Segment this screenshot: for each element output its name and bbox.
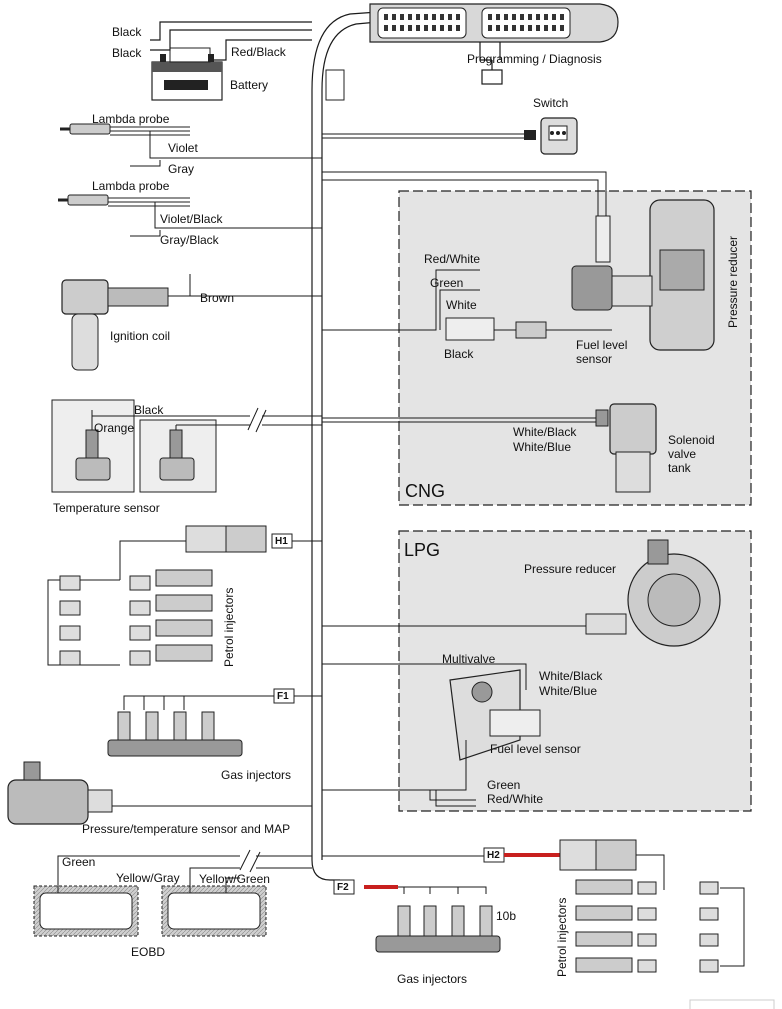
ignition-wire — [168, 274, 322, 297]
petrol-injectors-left-icon — [59, 569, 213, 666]
label-10b: 10b — [496, 909, 517, 923]
label-petrol-injectors-left: Petrol injectors — [222, 587, 236, 667]
pressure-reducer-cng-icon — [571, 199, 715, 351]
lpg-fuel-level-wires — [429, 790, 476, 807]
label-fuel-level-sensor-cng: Fuel level sensor — [576, 338, 628, 366]
lambda-probe-2-icon — [58, 194, 190, 207]
programming-connector — [479, 42, 503, 85]
label-f2: F2 — [337, 882, 349, 893]
label-violet: Violet — [168, 141, 198, 155]
ignition-coil-icon — [61, 279, 169, 371]
label-black-temp: Black — [134, 403, 164, 417]
label-pressure-reducer-cng: Pressure reducer — [726, 235, 740, 328]
label-pressure-reducer-lpg: Pressure reducer — [524, 562, 617, 576]
cng-reducer-wire — [322, 171, 607, 216]
eobd-wires — [57, 855, 312, 893]
ecu-connectors — [369, 3, 619, 43]
label-yellow-green: Yellow/Green — [199, 872, 270, 886]
pressure-reducer-lpg-icon — [585, 539, 721, 647]
temperature-wires — [91, 410, 322, 430]
label-programming: Programming / Diagnosis — [467, 52, 602, 66]
label-temperature-sensor: Temperature sensor — [53, 501, 160, 515]
label-f1: F1 — [277, 691, 289, 702]
wire-break-eobd — [239, 849, 261, 873]
label-switch: Switch — [533, 96, 569, 110]
eobd-icon — [33, 885, 267, 937]
h1-connector-icon — [185, 525, 293, 553]
temperature-sensor-icon — [51, 399, 217, 493]
f2-connector — [333, 879, 355, 895]
label-white-black-cng: White/Black — [513, 425, 577, 439]
label-multivalve: Multivalve — [442, 652, 496, 666]
label-map-sensor: Pressure/temperature sensor and MAP — [82, 822, 291, 836]
gas-injectors-bottom-icon — [375, 905, 501, 953]
label-green-eobd: Green — [62, 855, 96, 869]
solenoid-wire — [322, 417, 596, 423]
label-orange-temp: Orange — [94, 421, 135, 435]
gas-injectors-top-icon — [107, 711, 243, 757]
switch-icon — [524, 117, 578, 155]
label-white-blue-cng: White/Blue — [513, 440, 572, 454]
label-white-blue-lpg: White/Blue — [539, 684, 598, 698]
label-violet-black: Violet/Black — [160, 212, 223, 226]
label-eobd: EOBD — [131, 945, 166, 959]
f2-wires — [398, 886, 487, 894]
label-red-black: Red/Black — [231, 45, 286, 59]
label-red-white-lpg: Red/White — [487, 792, 544, 806]
solenoid-valve-icon — [595, 403, 657, 493]
label-lpg: LPG — [404, 540, 441, 560]
multivalve-wires — [322, 663, 527, 791]
label-gas-injectors-bottom: Gas injectors — [397, 972, 468, 986]
petrol-injectors-right-icon — [559, 839, 719, 973]
label-black-2: Black — [112, 46, 142, 60]
label-white-black-lpg: White/Black — [539, 669, 603, 683]
wire-break-temp — [247, 407, 267, 433]
label-yellow-gray: Yellow/Gray — [116, 871, 180, 885]
label-lambda-1: Lambda probe — [92, 112, 170, 126]
label-lambda-2: Lambda probe — [92, 179, 170, 193]
lambda-2-wires — [130, 202, 322, 237]
fuel-level-connector-cng — [445, 317, 612, 341]
label-green-cng: Green — [430, 276, 464, 290]
h2-injector-wires — [636, 854, 745, 967]
battery-icon — [151, 47, 223, 101]
label-white-cng: White — [446, 298, 477, 312]
label-brown: Brown — [200, 291, 235, 305]
label-ignition-coil: Ignition coil — [110, 329, 171, 343]
cng-fuel-level-wires — [322, 269, 480, 331]
main-harness — [311, 11, 379, 881]
lambda-1-wires — [130, 131, 322, 167]
f1-wires — [123, 695, 322, 710]
label-cng: CNG — [405, 481, 445, 501]
label-solenoid: Solenoid valve tank — [668, 433, 715, 475]
trunk-connector — [325, 69, 345, 101]
label-green-lpg: Green — [487, 778, 521, 792]
label-h2: H2 — [487, 850, 500, 861]
label-gray: Gray — [168, 162, 195, 176]
label-battery: Battery — [230, 78, 269, 92]
multivalve-icon — [449, 669, 541, 761]
map-sensor-icon — [7, 761, 113, 825]
label-fuel-level-sensor-lpg: Fuel level sensor — [490, 742, 581, 756]
corner-box — [689, 999, 775, 1009]
switch-wire — [322, 133, 524, 139]
label-black-cng: Black — [444, 347, 474, 361]
battery-wires — [150, 21, 312, 61]
label-gray-black: Gray/Black — [160, 233, 219, 247]
label-gas-injectors-top: Gas injectors — [221, 768, 292, 782]
h1-wires — [47, 540, 322, 666]
label-black-1: Black — [112, 25, 142, 39]
label-h1: H1 — [275, 536, 288, 547]
label-petrol-injectors-right: Petrol injectors — [555, 897, 569, 977]
label-red-white-cng: Red/White — [424, 252, 481, 266]
